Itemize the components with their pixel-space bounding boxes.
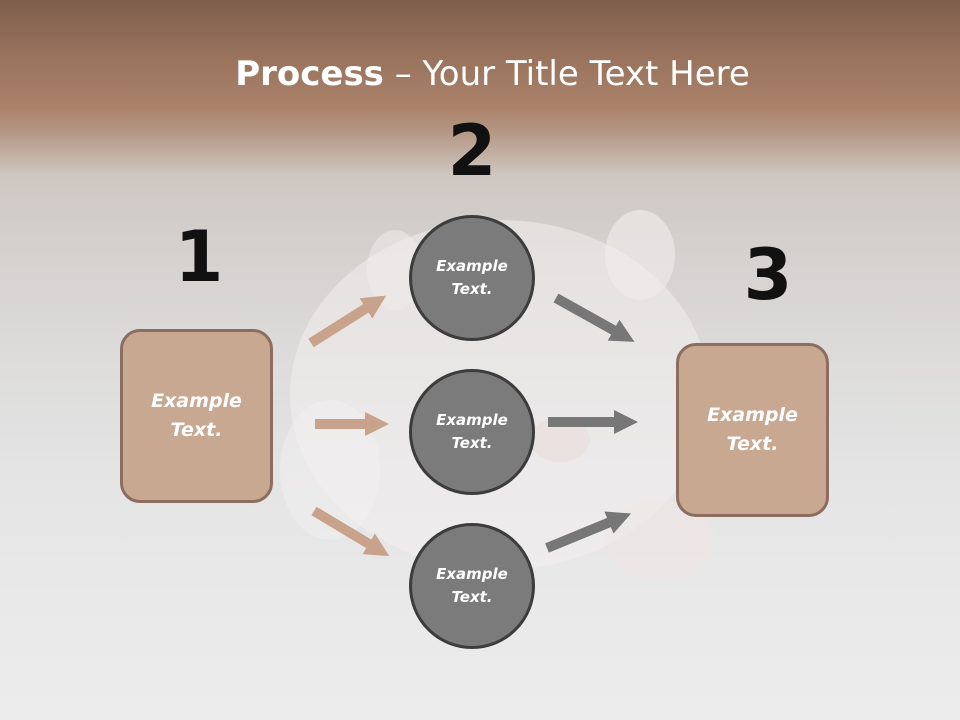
middle-circle-bottom: Example Text. [409,523,535,649]
right-step-box: Example Text. [676,343,829,517]
step-number-2: 2 [447,110,497,192]
arrow-left-to-bottom [311,506,390,557]
arrow-left-to-top [308,295,387,348]
right-step-box-label: Example Text. [707,404,798,455]
step-number-1: 1 [174,216,224,298]
middle-circle-center: Example Text. [409,369,535,495]
middle-circle-center-label: Example Text. [436,411,508,452]
middle-circle-bottom-label: Example Text. [436,565,508,606]
title-rest: – Your Title Text Here [383,54,750,94]
step-number-3: 3 [743,234,793,316]
title-bold: Process [235,54,384,94]
arrow-bottom-to-right [545,511,632,553]
middle-circle-top-label: Example Text. [436,257,508,298]
left-step-box: Example Text. [120,329,273,503]
arrow-top-to-right [553,293,635,342]
middle-circle-top: Example Text. [409,215,535,341]
slide-title: Process – Your Title Text Here [0,52,960,96]
left-step-box-label: Example Text. [151,390,242,441]
